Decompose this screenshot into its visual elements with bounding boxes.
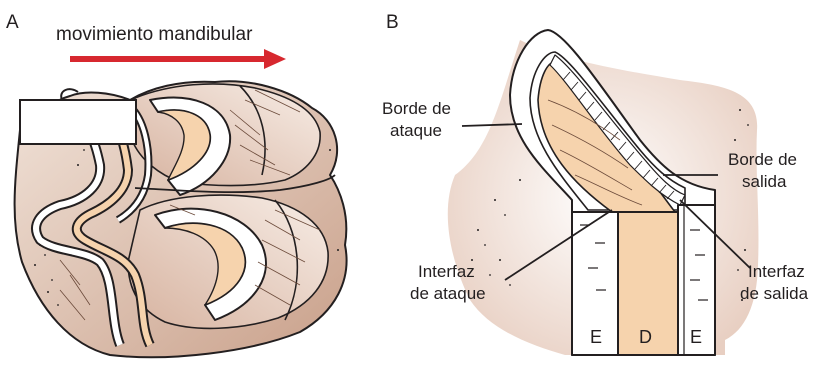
trailing-edge-label-2: salida bbox=[742, 172, 787, 191]
leading-edge-label-1: Borde de bbox=[382, 99, 451, 118]
trailing-edge-label-1: Borde de bbox=[728, 150, 797, 169]
jaw-movement-arrow-icon bbox=[70, 49, 286, 69]
trailing-interface-label-1: Interfaz bbox=[748, 262, 805, 281]
panel-a: A movimiento mandibular bbox=[6, 12, 347, 357]
leading-interface-label-1: Interfaz bbox=[418, 262, 475, 281]
panel-a-label: A bbox=[6, 12, 19, 33]
leading-edge-label-2: ataque bbox=[390, 121, 442, 140]
arrow-caption: movimiento mandibular bbox=[56, 24, 253, 45]
layer-label-enamel-right: E bbox=[690, 327, 702, 347]
trailing-interface-label-2: de salida bbox=[740, 284, 809, 303]
layer-label-enamel-left: E bbox=[590, 327, 602, 347]
leading-interface-label-2: de ataque bbox=[410, 284, 486, 303]
panel-b-label: B bbox=[386, 12, 399, 33]
panel-b: B bbox=[382, 12, 809, 355]
layer-label-dentin: D bbox=[639, 327, 652, 347]
section-box bbox=[20, 100, 136, 144]
